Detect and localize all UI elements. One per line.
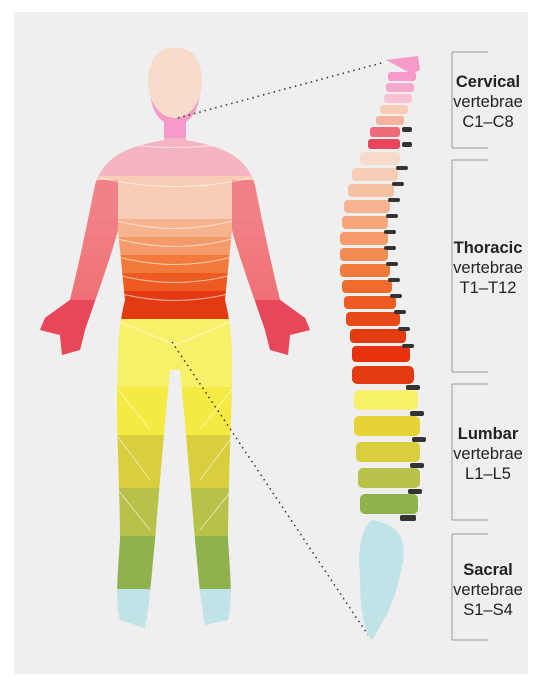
thoracic-label: Thoracic vertebrae T1–T12	[428, 238, 542, 298]
lumbar-sub: vertebrae	[428, 444, 542, 464]
thoracic-sub: vertebrae	[428, 258, 542, 278]
sacral-sub: vertebrae	[428, 580, 542, 600]
cervical-title: Cervical	[428, 72, 542, 92]
lumbar-title: Lumbar	[428, 424, 542, 444]
cervical-sub: vertebrae	[428, 92, 542, 112]
lumbar-label: Lumbar vertebrae L1–L5	[428, 424, 542, 484]
sacral-title: Sacral	[428, 560, 542, 580]
thoracic-range: T1–T12	[428, 278, 542, 298]
sacral-label: Sacral vertebrae S1–S4	[428, 560, 542, 620]
spine	[340, 56, 426, 640]
cervical-label: Cervical vertebrae C1–C8	[428, 72, 542, 132]
cervical-range: C1–C8	[428, 112, 542, 132]
sacral-range: S1–S4	[428, 600, 542, 620]
lumbar-range: L1–L5	[428, 464, 542, 484]
brackets	[452, 52, 488, 640]
cervical-pointer-line	[178, 62, 385, 118]
thoracic-title: Thoracic	[428, 238, 542, 258]
